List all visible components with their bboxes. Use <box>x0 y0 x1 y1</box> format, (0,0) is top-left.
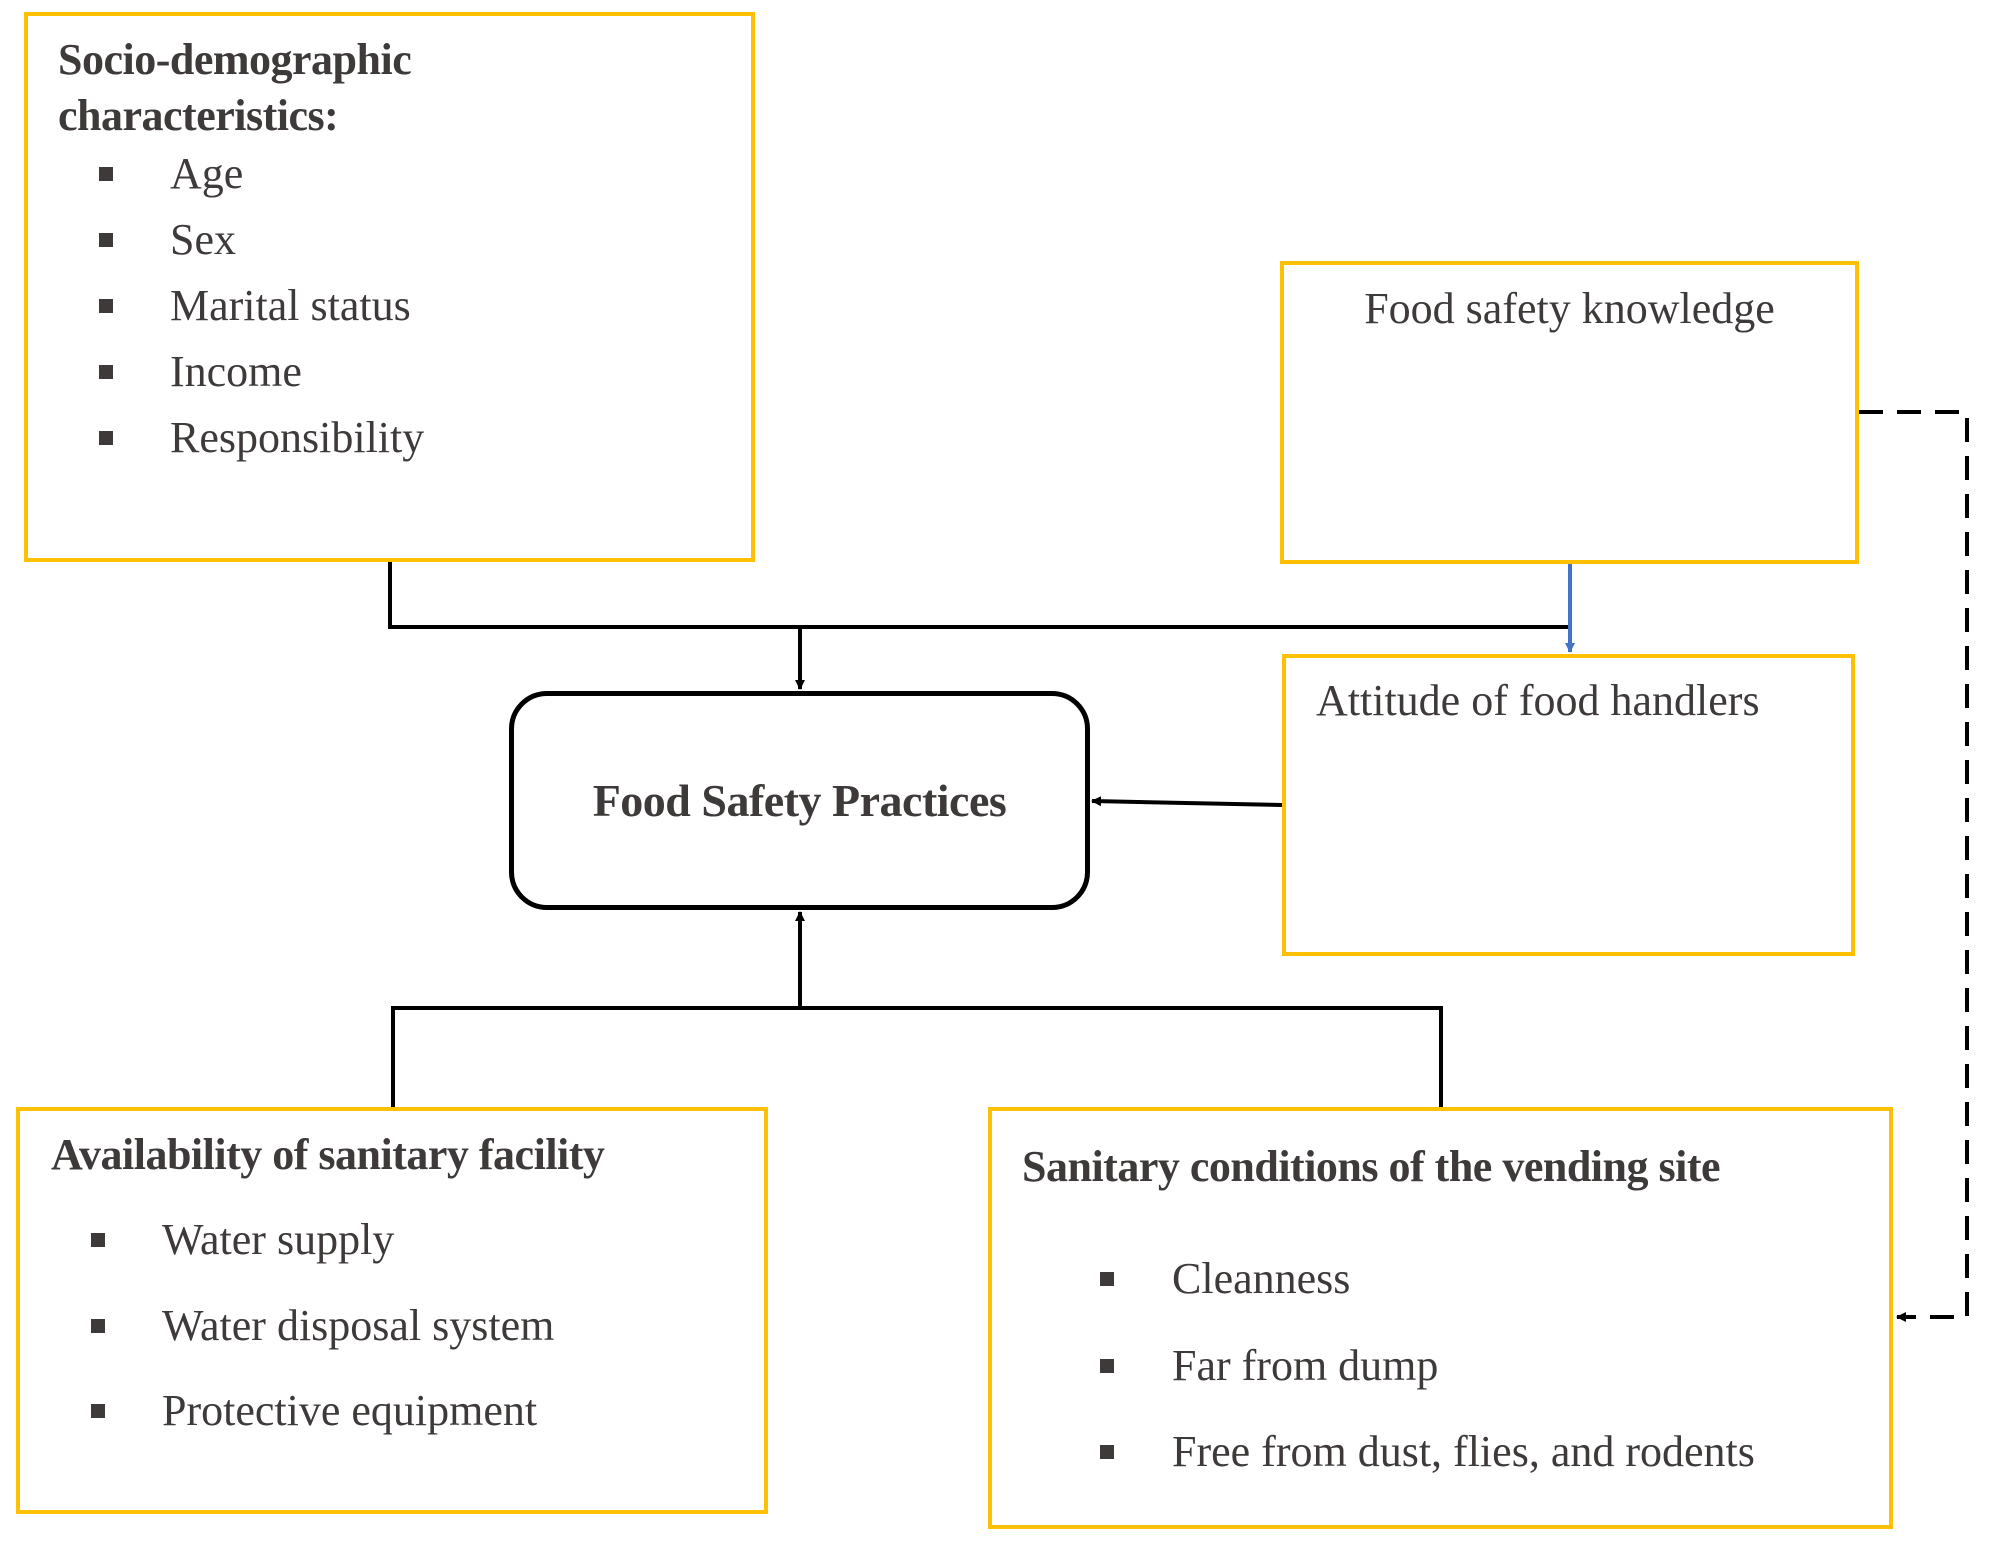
bullet-icon <box>99 167 113 181</box>
socio-item-marital-status: Marital status <box>170 281 411 330</box>
bullet-icon <box>99 299 113 313</box>
vending-site-box <box>988 1107 1893 1529</box>
bullet-icon <box>99 233 113 247</box>
bottom-connector <box>391 1006 1443 1107</box>
socio-item-age: Age <box>170 149 244 198</box>
vending-site-title: Sanitary conditions of the vending site <box>1022 1142 1721 1191</box>
socio-demographic-title-line2: characteristics: <box>58 91 339 140</box>
facility-item-water-disposal: Water disposal system <box>162 1301 555 1350</box>
attitude-box <box>1282 654 1855 956</box>
socio-item-income: Income <box>170 347 302 396</box>
food-safety-practices-box: Food Safety Practices <box>509 691 1090 910</box>
vending-item-free-from-dust: Free from dust, flies, and rodents <box>1172 1427 1755 1476</box>
bullet-icon <box>91 1319 105 1333</box>
bullet-icon <box>1100 1272 1114 1286</box>
food-safety-knowledge-label: Food safety knowledge <box>1364 284 1775 333</box>
bullet-icon <box>91 1404 105 1418</box>
sanitary-facility-title: Availability of sanitary facility <box>51 1130 605 1179</box>
sanitary-facility-box <box>16 1107 768 1514</box>
bullet-icon <box>1100 1359 1114 1373</box>
socio-demographic-title-line1: Socio-demographic <box>58 35 412 84</box>
facility-item-protective-equipment: Protective equipment <box>162 1386 538 1435</box>
bullet-icon <box>99 431 113 445</box>
bullet-icon <box>1100 1445 1114 1459</box>
socio-demographic-box <box>24 12 755 562</box>
socio-item-sex: Sex <box>170 215 236 264</box>
socio-item-responsibility: Responsibility <box>170 413 425 462</box>
vending-item-cleanness: Cleanness <box>1172 1254 1351 1303</box>
bullet-icon <box>91 1233 105 1247</box>
attitude-label: Attitude of food handlers <box>1316 676 1760 725</box>
facility-item-water-supply: Water supply <box>162 1215 395 1264</box>
food-safety-practices-label: Food Safety Practices <box>592 775 1007 826</box>
attitude-to-practices-arrow <box>1091 796 1283 807</box>
bullet-icon <box>99 365 113 379</box>
food-safety-knowledge-box <box>1280 261 1859 564</box>
dashed-knowledge-to-vending-connector <box>1859 410 1969 1322</box>
socio-connector <box>388 562 1570 629</box>
vending-item-far-from-dump: Far from dump <box>1172 1341 1439 1390</box>
